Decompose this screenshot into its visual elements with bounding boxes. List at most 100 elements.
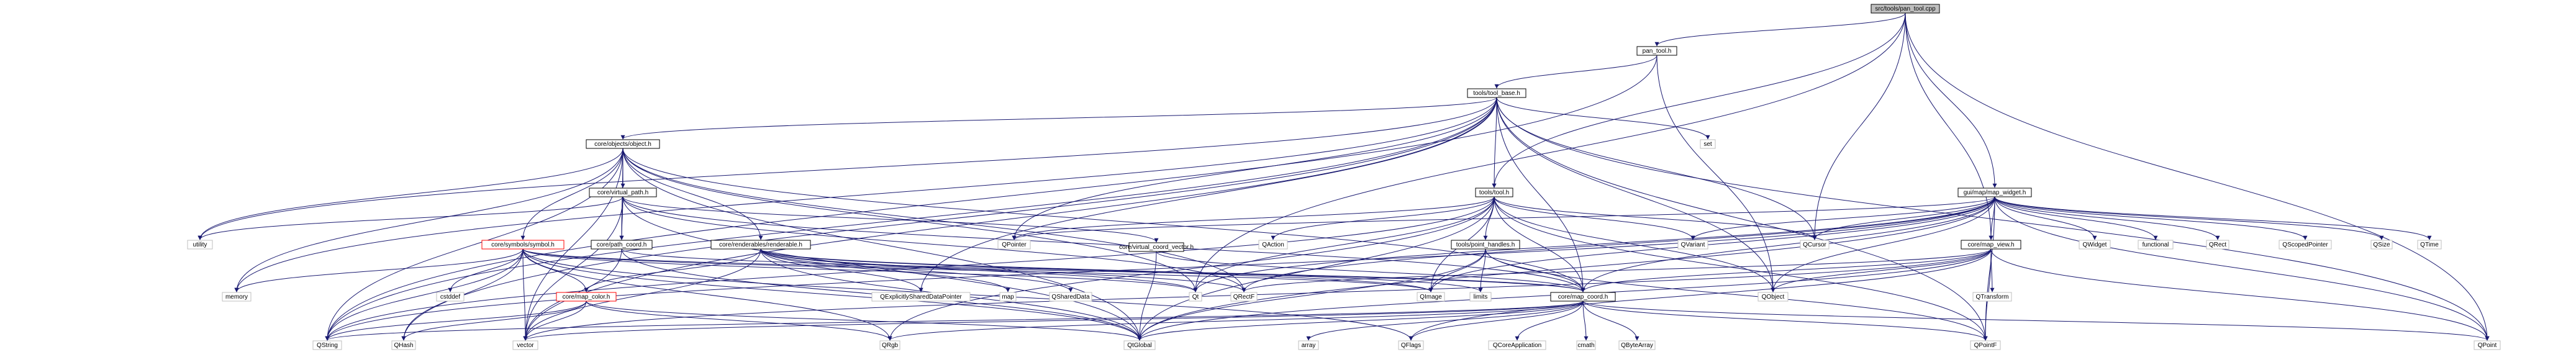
- node-map-coord-h[interactable]: core/map_coord.h: [1550, 292, 1616, 302]
- node-symbol-h[interactable]: core/symbols/symbol.h: [481, 240, 565, 250]
- edge-renderable_h-to-QSharedData: [760, 248, 1073, 292]
- node-box: [1636, 46, 1677, 56]
- edge-tool_h-to-QCursor: [1494, 196, 1817, 240]
- node-box: [556, 292, 617, 302]
- node-pan-tool-cpp[interactable]: src/tools/pan_tool.cpp: [1871, 4, 1940, 14]
- edge-tool_base_h-to-set: [1496, 97, 1710, 140]
- edge-tool_base_h-to-memory: [234, 97, 1497, 292]
- node-virtual-coord-vector-h[interactable]: core/virtual_coord_vector.h: [1119, 242, 1194, 252]
- edge-map_widget_h-to-QtGlobal: [1137, 196, 1995, 341]
- node-box: [1475, 188, 1513, 197]
- node-label: array: [1302, 342, 1316, 349]
- node-tool-h[interactable]: tools/tool.h: [1475, 188, 1513, 197]
- node-virtual-path-h[interactable]: core/virtual_path.h: [589, 188, 657, 197]
- edge-map_color_h-to-vector: [523, 301, 587, 341]
- edge-virtual_coord_vector_h-to-map_coord_h: [1156, 251, 1585, 292]
- edge-point_handles_h-to-QImage: [1428, 248, 1486, 292]
- edge-object_h-to-memory: [234, 148, 624, 292]
- edge-map_coord_h-to-cmath: [1582, 301, 1589, 341]
- edge-object_h-to-symbol_h: [520, 148, 624, 240]
- edge-renderable_h-to-map: [760, 248, 1010, 292]
- node-label: pan_tool.h: [1643, 48, 1672, 55]
- node-label: map: [1002, 294, 1014, 301]
- node-map-color-h[interactable]: core/map_color.h: [556, 292, 617, 302]
- node-label: core/map_view.h: [1967, 242, 2014, 248]
- node-QVariant: QVariant: [1677, 240, 1708, 250]
- node-label: QSize: [2373, 242, 2390, 248]
- edge-pan_tool_cpp-to-tool_h: [1492, 12, 1906, 188]
- node-label: set: [1703, 141, 1712, 148]
- node-label: src/tools/pan_tool.cpp: [1875, 6, 1936, 12]
- node-functional: functional: [2138, 240, 2174, 250]
- node-QPointF: QPointF: [1970, 340, 2001, 350]
- node-label: core/map_coord.h: [1558, 294, 1608, 301]
- edge-symbol_h-to-memory: [234, 248, 524, 292]
- edge-map_widget_h-to-QString: [325, 196, 1995, 341]
- node-QWidget: QWidget: [2079, 240, 2111, 250]
- edge-object_h-to-QString: [325, 148, 624, 341]
- node-box: [2279, 240, 2332, 250]
- node-map-view-h[interactable]: core/map_view.h: [1961, 240, 2021, 250]
- node-label: core/symbols/symbol.h: [491, 242, 555, 248]
- edge-map_widget_h-to-map_coord_h: [1581, 196, 1995, 292]
- node-label: limits: [1474, 294, 1488, 301]
- node-box: [512, 340, 538, 350]
- edge-virtual_path_h-to-utility: [197, 196, 624, 240]
- node-label: QVariant: [1681, 242, 1705, 248]
- node-box: [2206, 240, 2229, 250]
- node-label: core/renderables/renderable.h: [719, 242, 802, 248]
- edge-map_coord_h-to-QPointF: [1582, 301, 1988, 341]
- edge-map_widget_h-to-QRectF: [1241, 196, 1995, 292]
- node-box: [591, 240, 653, 250]
- node-QSharedData: QSharedData: [1049, 292, 1092, 302]
- node-box: [1871, 4, 1940, 14]
- node-box: [589, 188, 657, 197]
- node-tool-base-h[interactable]: tools/tool_base.h: [1467, 88, 1526, 98]
- node-QFlags: QFlags: [1398, 340, 1424, 350]
- node-cstddef: cstddef: [436, 292, 465, 302]
- edge-map_color_h-to-QtGlobal: [586, 301, 1142, 341]
- node-label: QObject: [1762, 294, 1785, 301]
- edge-map_coord_h-to-QCoreApplication: [1515, 301, 1584, 341]
- node-label: QByteArray: [1621, 342, 1653, 349]
- edge-map_color_h-to-QRgb: [586, 301, 892, 341]
- node-box: [871, 292, 971, 302]
- node-box: [1469, 292, 1492, 302]
- edge-map_widget_h-to-QWidget: [1994, 196, 2097, 240]
- node-box: [2474, 340, 2501, 350]
- node-label: QSharedData: [1051, 294, 1090, 301]
- node-QPointer: QPointer: [997, 240, 1031, 250]
- node-label: QAction: [1262, 242, 1284, 248]
- node-label: QHash: [394, 342, 413, 349]
- edge-map_coord_h-to-QByteArray: [1582, 301, 1639, 341]
- node-QScopedPointer: QScopedPointer: [2279, 240, 2332, 250]
- edge-tool_h-to-map_coord_h: [1494, 196, 1585, 292]
- node-label: QExplicitlySharedDataPointer: [880, 294, 962, 301]
- edge-tool_h-to-QPointF: [1494, 196, 1988, 341]
- node-label: functional: [2143, 242, 2169, 248]
- edge-renderable_h-to-QExplicitlySharedDataPointer: [760, 248, 923, 292]
- node-QCursor: QCursor: [1800, 240, 1830, 250]
- node-box: [1757, 292, 1789, 302]
- node-renderable-h[interactable]: core/renderables/renderable.h: [710, 240, 811, 250]
- edge-tool_base_h-to-QString: [325, 97, 1497, 341]
- node-object-h[interactable]: core/objects/object.h: [586, 139, 660, 149]
- node-QHash: QHash: [391, 340, 416, 350]
- edge-map_view_h-to-map_coord_h: [1581, 248, 1992, 292]
- edge-renderable_h-to-limits: [760, 248, 1483, 292]
- node-label: core/virtual_path.h: [597, 189, 648, 196]
- node-box: [710, 240, 811, 250]
- edge-tool_h-to-QObject: [1494, 196, 1776, 292]
- node-map-widget-h[interactable]: gui/map/map_widget.h: [1957, 188, 2032, 197]
- node-label: tools/tool_base.h: [1473, 90, 1520, 97]
- node-path-coord-h[interactable]: core/path_coord.h: [591, 240, 653, 250]
- node-pan-tool-h[interactable]: pan_tool.h: [1636, 46, 1677, 56]
- edge-tool_base_h-to-QPointF: [1496, 97, 1988, 341]
- node-label: core/map_color.h: [563, 294, 610, 301]
- edge-map_widget_h-to-QVariant: [1690, 196, 1995, 240]
- node-box: [1550, 292, 1616, 302]
- node-box: [1488, 340, 1546, 350]
- node-label: QFlags: [1401, 342, 1421, 349]
- node-point-handles-h[interactable]: tools/point_handles.h: [1451, 240, 1520, 250]
